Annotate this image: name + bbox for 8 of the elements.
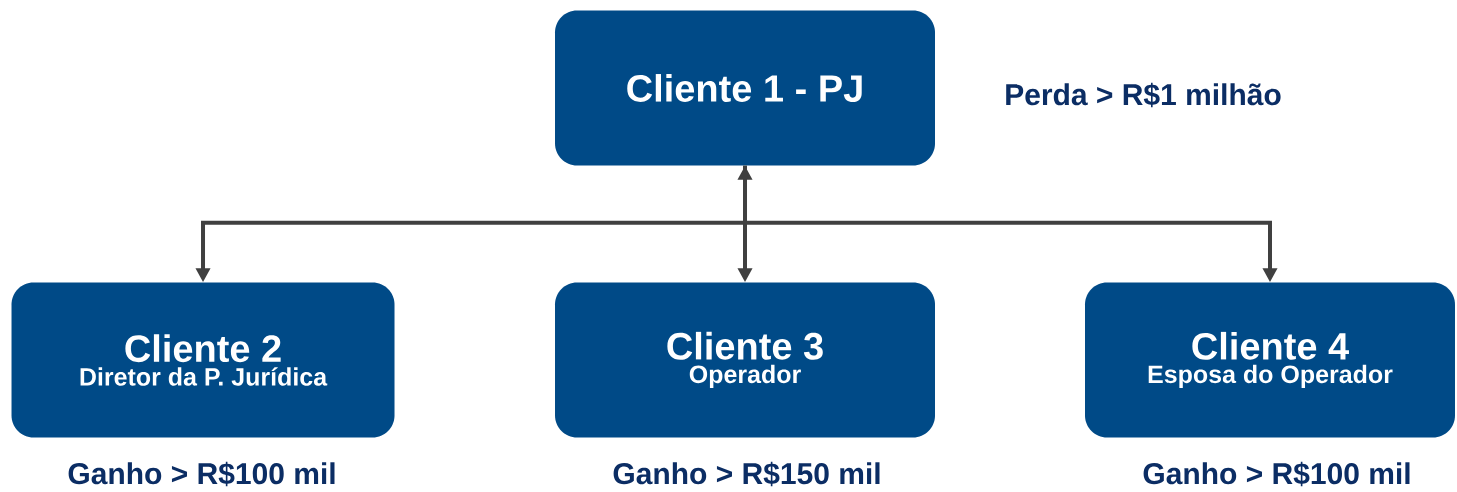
value-label: Ganho > R$100 mil bbox=[68, 461, 335, 487]
client-box: Cliente 2 Diretor da P. Jurídica bbox=[11, 282, 395, 438]
client-box: Cliente 4 Esposa do Operador bbox=[1085, 282, 1455, 438]
client-box: Cliente 1 - PJ bbox=[555, 10, 935, 166]
value-label: Ganho > R$150 mil bbox=[613, 461, 880, 487]
value-label: Perda > R$1 milhão bbox=[1006, 82, 1281, 108]
value-label: Ganho > R$100 mil bbox=[1143, 461, 1410, 487]
client-box: Cliente 3 Operador bbox=[555, 282, 935, 438]
